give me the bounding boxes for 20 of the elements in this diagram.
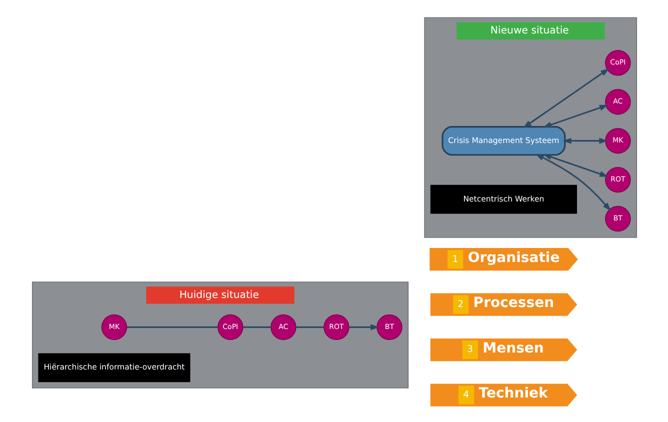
- connector: [296, 326, 324, 328]
- arrow: [534, 154, 610, 212]
- node-circle: CoPI: [604, 50, 630, 76]
- arrow: [522, 68, 609, 128]
- node-circle: BT: [376, 314, 402, 340]
- arrow: [542, 154, 608, 177]
- node-circle: CoPI: [217, 314, 243, 340]
- node-circle: MK: [100, 314, 127, 340]
- arrow: [562, 138, 608, 144]
- node-circle: AC: [270, 314, 296, 340]
- node-box: Crisis Management Systeem: [441, 126, 566, 156]
- node-circle: ROT: [604, 166, 630, 193]
- node-circle: BT: [604, 206, 630, 232]
- arrow: [542, 104, 608, 128]
- node-circle: ROT: [323, 314, 349, 340]
- connector: [242, 326, 270, 328]
- arrow: [348, 324, 379, 330]
- node-circle: MK: [604, 128, 630, 154]
- node-circle: AC: [604, 88, 630, 115]
- connector: [126, 326, 218, 328]
